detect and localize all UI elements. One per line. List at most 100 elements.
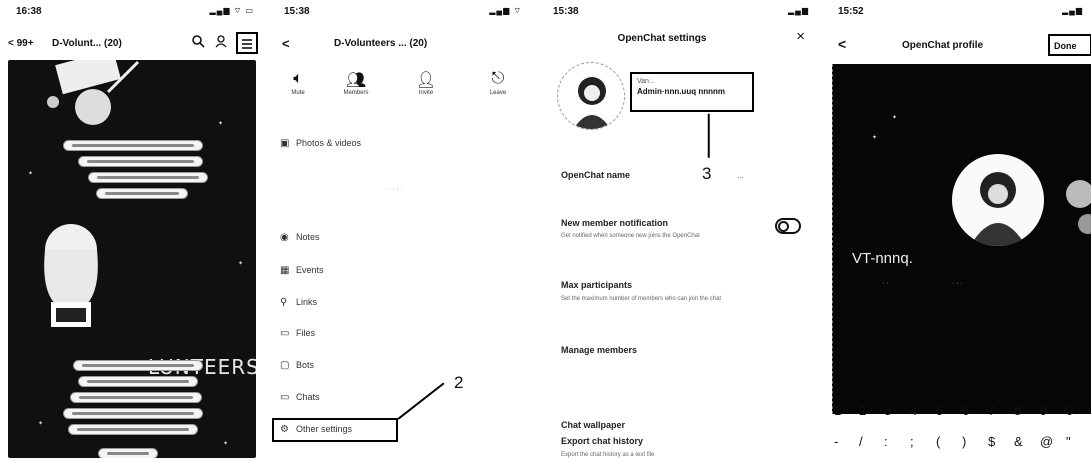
key[interactable]: & [1014, 434, 1023, 449]
profile-name[interactable]: VT-nnnq. [852, 250, 913, 267]
openchat-profile-panel: 15:52 ▂▄▆ < OpenChat profile Done VT-nnn… [822, 0, 1091, 463]
decoration: ✦ [223, 441, 229, 447]
link-icon: ⚲ [280, 297, 288, 308]
key[interactable]: ( [936, 434, 941, 449]
decoration: ✦ [238, 261, 244, 267]
menu-item-bots[interactable]: ▢ Bots [280, 360, 314, 371]
new-member-toggle[interactable] [775, 218, 801, 234]
profile-avatar[interactable] [557, 62, 625, 130]
message-bubble [88, 172, 208, 183]
status-icons: ▂▄▆ [788, 6, 809, 15]
status-time: 15:38 [284, 6, 310, 17]
chat-icon: ▭ [280, 392, 290, 403]
key[interactable]: 5 [936, 403, 944, 418]
key[interactable]: 6 [962, 403, 970, 418]
keyboard-symbol-row: - / : ; ( ) $ & @ " [832, 434, 1091, 458]
key[interactable]: : [884, 434, 888, 449]
members-icon[interactable] [212, 34, 232, 54]
menu-item-links[interactable]: ⚲Links [280, 297, 317, 308]
close-icon[interactable]: × [796, 28, 805, 45]
key[interactable]: @ [1040, 434, 1054, 449]
leave-icon: ⎋ [491, 70, 505, 87]
menu-item-events[interactable]: ▦Events [280, 265, 324, 276]
key[interactable]: 2 [859, 403, 867, 418]
menu-item-label: Events [296, 265, 324, 275]
photos-videos-item[interactable]: ▣Photos & videos [280, 138, 361, 149]
key[interactable]: 9 [1040, 403, 1048, 418]
key[interactable]: " [1066, 434, 1071, 449]
bot-icon: ▢ [280, 360, 290, 371]
status-time: 15:38 [553, 6, 579, 17]
action-label: Leave [489, 90, 507, 96]
profile-subtext: · · [882, 280, 889, 287]
profile-name-box[interactable]: Van... Admin·nnn.uuq nnnnm [630, 72, 754, 112]
menu-item-label: Chats [296, 392, 320, 402]
menu-icon[interactable] [236, 32, 258, 54]
key[interactable]: / [859, 434, 863, 449]
message-bubble [73, 360, 203, 371]
status-icons: ▂▄▆ ⌔ ▭ [209, 6, 254, 15]
max-participants-label[interactable]: Max participants [561, 280, 633, 290]
file-icon: ▭ [280, 328, 290, 339]
illustration-top [47, 60, 140, 125]
back-button[interactable]: < [282, 36, 290, 51]
placeholder-text: · · · · [388, 186, 404, 193]
menu-item-label: Notes [296, 232, 320, 242]
menu-item-label: Bots [296, 360, 315, 370]
key[interactable]: 3 [884, 403, 892, 418]
chat-menu-panel: 15:38 ▂▄▆ ⌔ < D-Volunteers ... (20) 🔈︎ M… [268, 0, 530, 463]
members-icon: 👥︎ [345, 72, 367, 89]
openchat-name-value: ... [737, 171, 744, 180]
message-bubble [68, 424, 198, 435]
menu-item-chats[interactable]: ▭ Chats [280, 392, 320, 403]
done-button[interactable]: Done [1048, 34, 1091, 56]
leave-button[interactable]: ⎋ Leave [468, 70, 528, 96]
chat-screen-panel: 16:38 ▂▄▆ ⌔ ▭ < 99+ D-Volunt... (20) [0, 0, 262, 463]
action-label: Members [343, 90, 369, 96]
speaker-icon: 🔈︎ [293, 70, 303, 87]
chat-wallpaper-label[interactable]: Chat wallpaper [561, 420, 626, 430]
profile-header: < OpenChat profile Done [822, 28, 1091, 58]
menu-item-label: Files [296, 328, 316, 338]
search-icon[interactable] [188, 34, 208, 54]
back-button[interactable]: < [838, 36, 847, 52]
menu-item-files[interactable]: ▭ Files [280, 328, 315, 339]
message-bubble [98, 448, 158, 458]
openchat-name-label[interactable]: OpenChat name [561, 170, 631, 180]
key[interactable]: ; [910, 434, 914, 449]
status-bar: 16:38 ▂▄▆ ⌔ ▭ [8, 6, 254, 20]
key[interactable]: 8 [1014, 403, 1022, 418]
status-time: 15:52 [838, 6, 864, 17]
export-chat-label[interactable]: Export chat history [561, 436, 644, 446]
export-chat-desc: Export the chat history as a text file [561, 452, 655, 458]
manage-members-label[interactable]: Manage members [561, 345, 638, 355]
back-button[interactable]: < 99+ [8, 38, 34, 49]
callout-number: 3 [702, 164, 712, 183]
divider [832, 64, 833, 414]
key[interactable]: ) [962, 434, 967, 449]
key[interactable]: 7 [988, 403, 996, 418]
menu-item-other-settings[interactable]: ⚙Other settings [280, 424, 352, 435]
page-title: OpenChat profile [902, 40, 984, 51]
key[interactable]: $ [988, 434, 996, 449]
new-member-desc: Get notified when someone new joins the … [561, 233, 700, 239]
decoration: ✦ [28, 171, 34, 177]
menu-item-notes[interactable]: ◉Notes [280, 232, 320, 243]
mute-button[interactable]: 🔈︎ Mute [268, 70, 328, 96]
key[interactable]: 4 [910, 403, 918, 418]
profile-avatar[interactable] [952, 154, 1044, 246]
members-button[interactable]: 👥︎ Members [326, 70, 386, 96]
invite-icon: 👤︎ [415, 72, 437, 89]
menu-item-label: Photos & videos [296, 138, 362, 148]
status-icons: ▂▄▆ ⌔ [489, 6, 522, 15]
highlight-box [272, 418, 398, 442]
invite-button[interactable]: 👤︎ Invite [396, 70, 456, 96]
key[interactable]: - [834, 434, 839, 449]
key[interactable]: 1 [834, 403, 842, 418]
status-time: 16:38 [16, 6, 42, 17]
status-bar: 15:52 ▂▄▆ [830, 6, 1083, 20]
chat-title: D-Volunteers ... (20) [334, 38, 428, 49]
message-bubble [78, 376, 198, 387]
key[interactable]: 0 [1066, 403, 1074, 418]
max-participants-desc: Set the maximum number of members who ca… [561, 296, 722, 302]
